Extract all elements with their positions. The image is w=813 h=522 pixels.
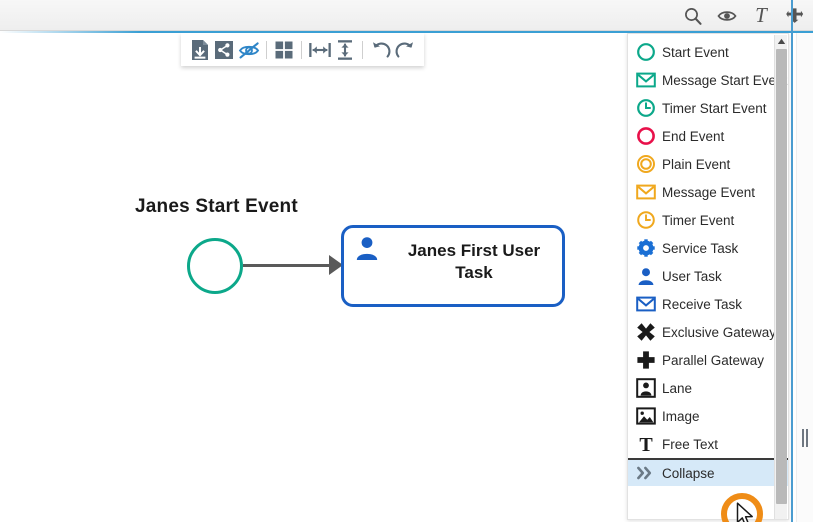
palette-item-label: Image <box>662 408 700 424</box>
parallel-gateway-icon <box>635 349 657 371</box>
plain-event-icon <box>635 153 657 175</box>
timer-start-event-icon <box>635 97 657 119</box>
palette-item-timer-start-event[interactable]: Timer Start Event <box>628 94 788 122</box>
palette-item-image[interactable]: Image <box>628 402 788 430</box>
palette-item-lane[interactable]: Lane <box>628 374 788 402</box>
palette-item-label: Message Start Event <box>662 72 788 88</box>
collapse-icon <box>635 462 657 484</box>
undo-button[interactable] <box>369 38 391 62</box>
sequence-flow-connector[interactable] <box>243 264 331 267</box>
palette-item-label: Start Event <box>662 44 729 60</box>
user-task-label: Janes First User Task <box>407 241 541 282</box>
palette-item-receive-task[interactable]: Receive Task <box>628 290 788 318</box>
palette-item-message-start-event[interactable]: Message Start Event <box>628 66 788 94</box>
palette-item-start-event[interactable]: Start Event <box>628 38 788 66</box>
canvas-toolbar <box>181 33 424 66</box>
exclusive-gateway-icon <box>635 321 657 343</box>
message-event-icon <box>635 181 657 203</box>
header-accent-line <box>0 31 813 33</box>
palette-item-label: Collapse <box>662 465 715 481</box>
vertical-splitter[interactable] <box>796 33 813 522</box>
palette-item-label: Parallel Gateway <box>662 352 765 368</box>
move-icon[interactable] <box>785 5 805 27</box>
image-icon <box>635 405 657 427</box>
palette-scrollbar-thumb[interactable] <box>776 49 787 504</box>
palette-item-label: Free Text <box>662 436 719 452</box>
user-task-icon <box>635 265 657 287</box>
palette-item-label: Lane <box>662 380 693 396</box>
save-file-button[interactable] <box>189 38 211 62</box>
palette-item-collapse[interactable]: Collapse <box>628 458 788 486</box>
cursor-highlight-ring <box>721 493 763 522</box>
share-button[interactable] <box>213 38 235 62</box>
redo-button[interactable] <box>394 38 416 62</box>
svg-text:T: T <box>639 434 653 454</box>
palette-item-message-event[interactable]: Message Event <box>628 178 788 206</box>
palette-item-exclusive-gateway[interactable]: Exclusive Gateway <box>628 318 788 346</box>
grip-bar <box>806 429 808 447</box>
sequence-flow-arrowhead <box>329 255 343 275</box>
grid-layout-button[interactable] <box>273 38 295 62</box>
lane-icon <box>635 377 657 399</box>
grip-bar <box>802 429 804 447</box>
palette-item-free-text[interactable]: T Free Text <box>628 430 788 458</box>
top-header-bar: T <box>0 0 813 31</box>
service-task-icon <box>635 237 657 259</box>
diagram-canvas[interactable]: Janes Start Event Janes First User Task … <box>0 33 813 522</box>
message-start-event-icon <box>635 69 657 91</box>
align-vertical-button[interactable] <box>334 38 356 62</box>
palette-item-label: Message Event <box>662 184 756 200</box>
palette-item-label: Service Task <box>662 240 739 256</box>
splitter-grip-icon[interactable] <box>802 429 809 447</box>
palette-scrollbar[interactable] <box>774 35 788 519</box>
receive-task-icon <box>635 293 657 315</box>
user-task-icon <box>353 234 381 267</box>
right-panel-accent-edge <box>791 0 793 522</box>
eye-icon[interactable] <box>717 5 737 27</box>
palette-item-label: Exclusive Gateway <box>662 324 777 340</box>
palette-item-plain-event[interactable]: Plain Event <box>628 150 788 178</box>
text-icon[interactable]: T <box>751 5 771 27</box>
start-event-label: Janes Start Event <box>135 196 298 217</box>
palette-item-end-event[interactable]: End Event <box>628 122 788 150</box>
shape-palette: Start Event Message Start Event <box>627 33 789 520</box>
palette-item-user-task[interactable]: User Task <box>628 262 788 290</box>
align-horizontal-button[interactable] <box>308 38 332 62</box>
palette-item-parallel-gateway[interactable]: Parallel Gateway <box>628 346 788 374</box>
palette-item-service-task[interactable]: Service Task <box>628 234 788 262</box>
toolbar-separator <box>301 40 303 59</box>
palette-item-label: Receive Task <box>662 296 743 312</box>
scroll-up-arrow-icon[interactable] <box>775 35 788 48</box>
palette-item-label: User Task <box>662 268 722 284</box>
toolbar-separator <box>362 40 364 59</box>
timer-event-icon <box>635 209 657 231</box>
mouse-cursor-icon <box>736 502 756 522</box>
user-task-shape[interactable]: Janes First User Task <box>341 225 565 307</box>
palette-item-list: Start Event Message Start Event <box>628 38 788 486</box>
start-event-shape[interactable] <box>187 238 243 294</box>
header-icon-group: T <box>683 0 805 31</box>
text-icon-glyph: T <box>755 3 767 27</box>
start-event-icon <box>635 41 657 63</box>
palette-item-label: Plain Event <box>662 156 731 172</box>
hide-visibility-button[interactable] <box>238 38 260 62</box>
free-text-icon: T <box>635 433 657 455</box>
toolbar-separator <box>265 40 267 59</box>
palette-item-label: End Event <box>662 128 725 144</box>
palette-item-timer-event[interactable]: Timer Event <box>628 206 788 234</box>
search-icon[interactable] <box>683 5 703 27</box>
palette-item-label: Timer Event <box>662 212 735 228</box>
end-event-icon <box>635 125 657 147</box>
palette-item-label: Timer Start Event <box>662 100 767 116</box>
